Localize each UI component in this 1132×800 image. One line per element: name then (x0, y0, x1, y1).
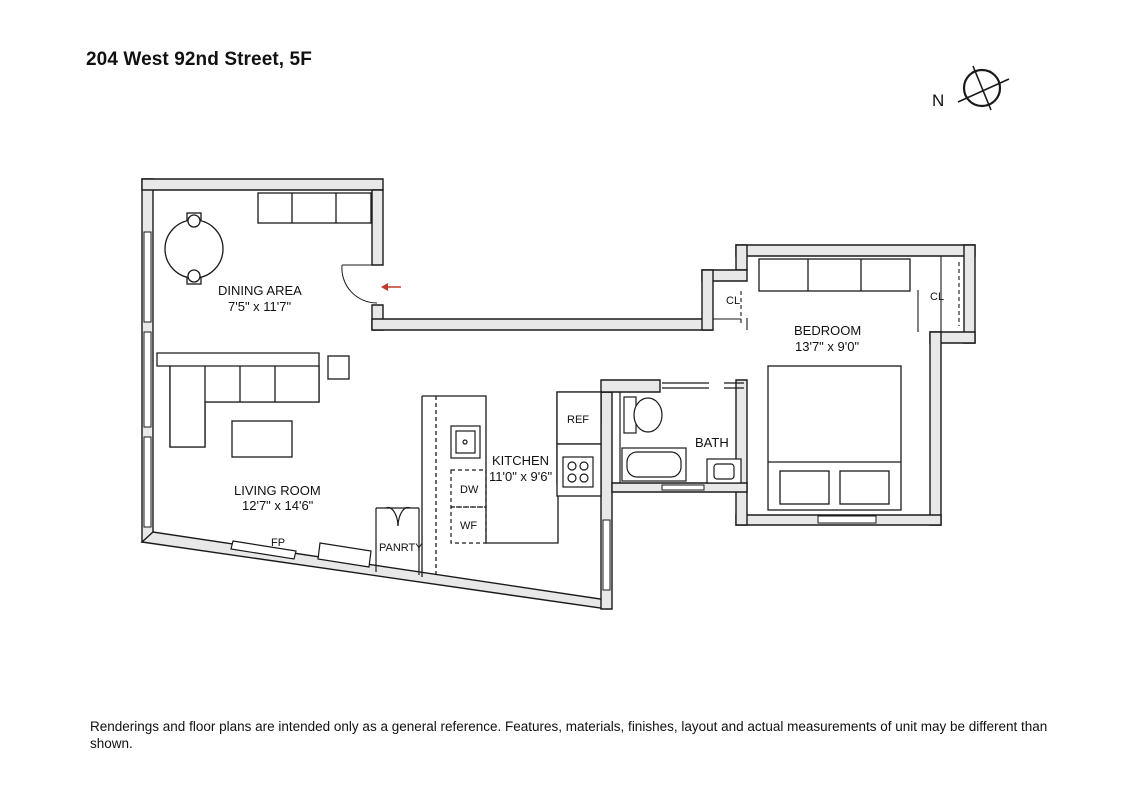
bed (767, 365, 902, 511)
fireplace (230, 540, 372, 568)
coffee-table (231, 420, 293, 458)
dining-bench (257, 192, 372, 224)
dishwasher-label: DW (460, 484, 479, 496)
disclaimer-text: Renderings and floor plans are intended … (90, 719, 1048, 751)
dining-table (164, 212, 224, 285)
window-kitchen-right (602, 519, 611, 591)
window-bedroom (817, 515, 877, 524)
compass-north-label: N (932, 91, 944, 110)
refrigerator-label: REF (567, 414, 589, 426)
closets (713, 255, 964, 332)
side-table (327, 355, 350, 380)
bath-fixtures (619, 382, 744, 484)
entry-door (341, 264, 378, 304)
pantry-label: PANRTY (379, 542, 423, 554)
compass-icon: N (932, 65, 1010, 111)
living-room-label: LIVING ROOM (234, 483, 321, 498)
dishwasher-washer (450, 469, 487, 544)
bath-label: BATH (695, 435, 729, 450)
dining-area-label: DINING AREA (218, 283, 302, 298)
kitchen-label: KITCHEN (492, 453, 549, 468)
closet-right-label: CL (930, 291, 944, 303)
pantry (375, 506, 420, 575)
bedroom-label: BEDROOM (794, 323, 861, 338)
fireplace-label: FP (271, 537, 285, 549)
sink-icon (450, 425, 481, 459)
page-title: 204 West 92nd Street, 5F (86, 49, 312, 70)
sectional-sofa (156, 352, 320, 448)
entry-arrow-icon (381, 283, 401, 291)
living-room-dims: 12'7" x 14'6" (242, 498, 314, 513)
stove-icon (562, 456, 594, 488)
bedroom-bench (758, 258, 911, 292)
window-bath (661, 484, 705, 491)
dining-area-dims: 7'5" x 11'7" (228, 299, 291, 314)
windows-left (143, 231, 152, 528)
closet-left-label: CL (726, 295, 740, 307)
bedroom-dims: 13'7" x 9'0" (795, 339, 859, 354)
washer-label: WF (460, 520, 477, 532)
kitchen-dims: 11'0" x 9'6" (489, 469, 552, 484)
